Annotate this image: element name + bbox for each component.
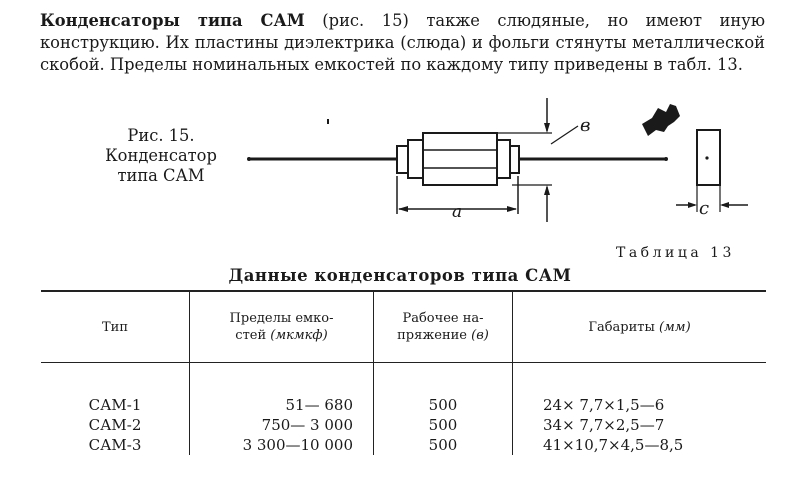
paragraph-text: (рис. 15) также слюдяные, но имеют иную … xyxy=(40,11,765,74)
table-header-row: Тип Пределы емко- стей (мкмкф) Рабочее н… xyxy=(41,290,766,363)
header-voltage-line2: пряжение (в) xyxy=(397,328,489,343)
dim-a-arrow-left xyxy=(398,206,408,212)
table-number: Таблица 13 xyxy=(616,245,735,261)
ink-blot xyxy=(642,104,680,136)
table-row-dims: 41×10,7×4,5—8,5 xyxy=(543,436,684,454)
dim-a-arrow-right xyxy=(507,206,517,212)
col-type: САМ-1 САМ-2 САМ-3 xyxy=(41,363,190,456)
table-row-type: САМ-1 xyxy=(88,396,142,414)
header-type: Тип xyxy=(41,290,190,363)
capacitor-drawing: a в с xyxy=(247,98,748,222)
caption-line-2: Конденсатор xyxy=(105,146,217,165)
table-row-dims: 24× 7,7×1,5—6 xyxy=(543,396,665,414)
side-view-dot xyxy=(705,156,709,160)
table-title: Данные конденсаторов типа САМ xyxy=(228,266,572,285)
header-voltage-line1: Рабочее на- xyxy=(402,311,484,326)
caption-line-1: Рис. 15. xyxy=(127,126,195,145)
header-capacity: Пределы емко- стей (мкмкф) xyxy=(189,290,374,363)
table-row-capacity: 51— 680 xyxy=(285,396,354,414)
clamp-right-outer xyxy=(509,145,520,174)
col-dims: 24× 7,7×1,5—6 34× 7,7×2,5—7 41×10,7×4,5—… xyxy=(512,362,766,455)
caption-line-3: типа САМ xyxy=(117,166,205,185)
body-paragraph: Конденсаторы типа САМ (рис. 15) также сл… xyxy=(40,10,765,76)
table-row-voltage: 500 xyxy=(428,416,458,434)
lead-left-end xyxy=(247,157,251,161)
capacitor-table: Тип Пределы емко- стей (мкмкф) Рабочее н… xyxy=(41,290,766,455)
lead-right-end xyxy=(664,157,668,161)
header-voltage: Рабочее на- пряжение (в) xyxy=(373,290,513,363)
clamp-right-inner xyxy=(496,139,511,179)
dim-b-arrow-top xyxy=(544,123,550,133)
header-voltage-unit: (в) xyxy=(471,328,489,343)
print-speck xyxy=(327,119,329,124)
header-dims: Габариты (мм) xyxy=(512,290,766,363)
header-capacity-line2: стей (мкмкф) xyxy=(235,328,328,343)
dim-b-arrow-bottom xyxy=(544,185,550,195)
table-row-dims: 34× 7,7×2,5—7 xyxy=(543,416,665,434)
dim-c-arrow-right xyxy=(720,202,729,208)
dim-b-leader xyxy=(550,125,579,145)
dim-c-arrow-left xyxy=(688,202,697,208)
clamp-left-outer xyxy=(396,145,409,174)
figure-caption: Рис. 15. Конденсатор типа САМ xyxy=(96,126,226,186)
dim-b-label: в xyxy=(580,115,590,136)
header-dims-unit: (мм) xyxy=(658,319,691,335)
header-capacity-unit: (мкмкф) xyxy=(270,328,328,343)
table-row-capacity: 750— 3 000 xyxy=(261,416,353,434)
dim-a-label: a xyxy=(452,202,462,222)
table-body: САМ-1 САМ-2 САМ-3 51— 680 750— 3 000 3 3… xyxy=(41,362,766,456)
capacitor-body xyxy=(422,132,498,186)
paragraph-lead: Конденсаторы типа САМ xyxy=(40,11,305,30)
table-row-capacity: 3 300—10 000 xyxy=(242,436,353,454)
table-row-type: САМ-3 xyxy=(88,436,142,454)
table-row-voltage: 500 xyxy=(428,396,458,414)
col-capacity: 51— 680 750— 3 000 3 300—10 000 xyxy=(189,362,374,455)
col-voltage: 500 500 500 xyxy=(373,362,513,455)
dim-c-label: с xyxy=(699,198,709,219)
table-row-voltage: 500 xyxy=(428,436,458,454)
header-capacity-line1: Пределы емко- xyxy=(229,311,334,326)
table-row-type: САМ-2 xyxy=(88,416,142,434)
clamp-left-inner xyxy=(407,139,424,179)
